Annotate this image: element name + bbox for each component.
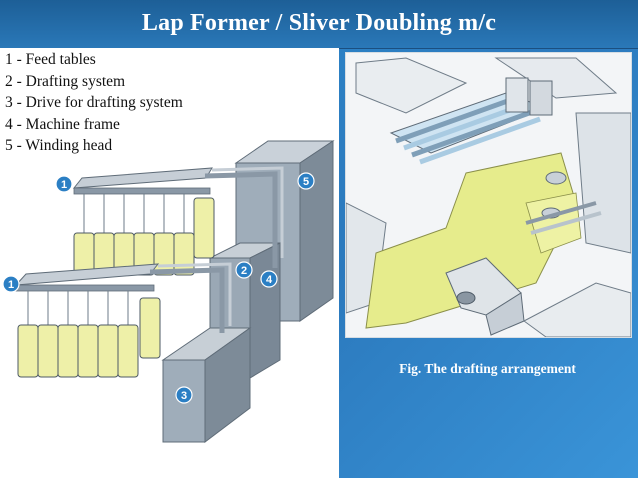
callout-1-lower: 1 (2, 275, 20, 293)
svg-text:2: 2 (241, 265, 247, 277)
svg-text:5: 5 (303, 176, 309, 188)
drafting-arrangement-illustration (346, 53, 631, 337)
calender-rollers (525, 171, 602, 235)
upper-sliver-cans (73, 194, 215, 276)
legend-item-feed-tables: 1 - Feed tables (5, 51, 96, 68)
callout-5: 5 (297, 172, 315, 190)
component-legend: 1 - Feed tables 2 - Drafting system 3 - … (5, 49, 183, 157)
callout-3: 3 (175, 386, 193, 404)
slide-title: Lap Former / Sliver Doubling m/c (141, 10, 497, 36)
lower-sliver-cans (17, 291, 161, 378)
drafting-arrangement-figure (345, 52, 632, 338)
svg-text:1: 1 (61, 179, 67, 191)
front-housing (445, 257, 631, 337)
svg-text:1: 1 (8, 279, 14, 291)
upper-feed-table (72, 166, 284, 268)
callout-1-upper: 1 (55, 175, 73, 193)
legend-item-drafting-system: 2 - Drafting system (5, 72, 126, 90)
lap-former-diagram: 1 1 2 3 4 5 (2, 140, 335, 444)
legend-item-machine-frame: 4 - Machine frame (5, 115, 120, 133)
svg-text:3: 3 (181, 390, 187, 402)
fleece-sheet (365, 152, 582, 329)
callout-2: 2 (235, 261, 253, 279)
drafting-rollers (389, 77, 553, 165)
callout-4: 4 (260, 270, 278, 288)
svg-text:4: 4 (266, 274, 273, 286)
legend-item-drive: 3 - Drive for drafting system (5, 94, 183, 111)
drive-box (161, 327, 252, 444)
figure-caption: Fig. The drafting arrangement (399, 361, 576, 376)
lower-feed-table (14, 262, 232, 333)
legend-item-winding-head: 5 - Winding head (5, 137, 113, 154)
